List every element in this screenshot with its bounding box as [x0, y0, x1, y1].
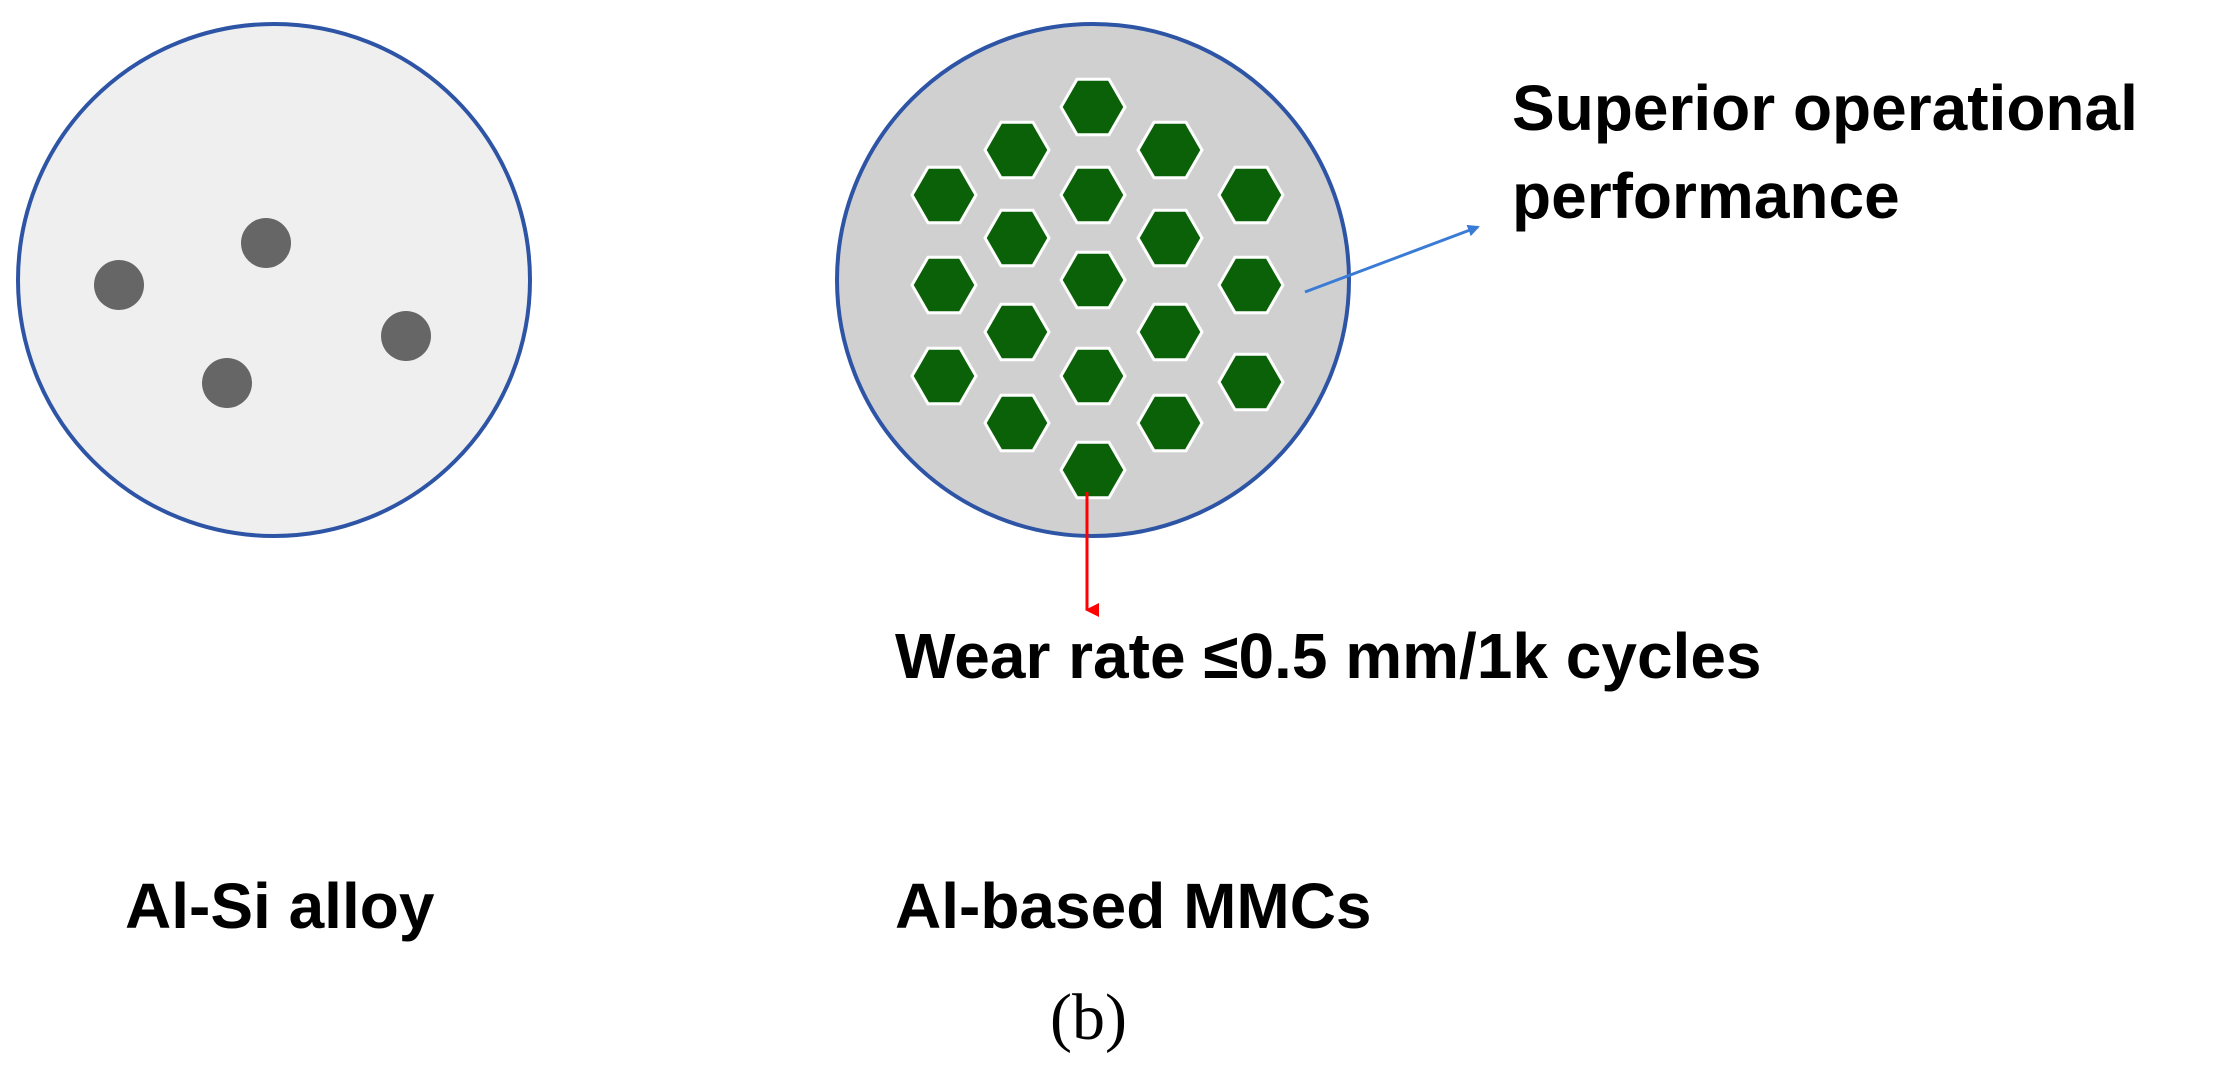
- panel-label: (b): [1050, 981, 1127, 1054]
- si-particle-icon: [94, 260, 144, 310]
- superior-performance-label: Superior operational performance: [1512, 64, 2138, 240]
- hexagon-particle-icon: [983, 208, 1051, 268]
- hexagon-particle-icon: [1217, 255, 1285, 315]
- hexagon-particle-icon: [1217, 165, 1285, 225]
- hexagon-particle-icon: [1059, 165, 1127, 225]
- superior-line-2: performance: [1512, 160, 1900, 232]
- hexagon-particle-icon: [1136, 393, 1204, 453]
- wear-rate-label: Wear rate ≤0.5 mm/1k cycles: [895, 620, 1762, 692]
- hexagon-particle-icon: [1136, 208, 1204, 268]
- hexagon-particle-icon: [910, 165, 978, 225]
- hexagon-particle-icon: [1059, 250, 1127, 310]
- hexagon-particle-icon: [983, 393, 1051, 453]
- superior-line-1: Superior operational: [1512, 72, 2138, 144]
- al-si-alloy-structure: [16, 22, 532, 538]
- performance-arrow: [1304, 224, 1480, 294]
- si-particle-icon: [202, 358, 252, 408]
- hexagon-particle-icon: [1059, 77, 1127, 137]
- al-si-alloy-label: Al-Si alloy: [125, 870, 435, 942]
- si-particle-icon: [381, 311, 431, 361]
- hexagon-particle-icon: [910, 346, 978, 406]
- si-particle-icon: [241, 218, 291, 268]
- reinforcement-hexagons: [910, 77, 1285, 500]
- hexagon-particle-icon: [1059, 346, 1127, 406]
- hexagon-particle-icon: [1136, 302, 1204, 362]
- hexagon-particle-icon: [910, 255, 978, 315]
- al-mmc-label: Al-based MMCs: [895, 870, 1372, 942]
- hexagon-particle-icon: [1136, 120, 1204, 180]
- al-mmc-structure: [835, 22, 1351, 538]
- hexagon-particle-icon: [1059, 440, 1127, 500]
- hexagon-particle-icon: [983, 302, 1051, 362]
- hexagon-particle-icon: [983, 120, 1051, 180]
- hexagon-particle-icon: [1217, 352, 1285, 412]
- al-si-alloy-circle: [16, 22, 532, 538]
